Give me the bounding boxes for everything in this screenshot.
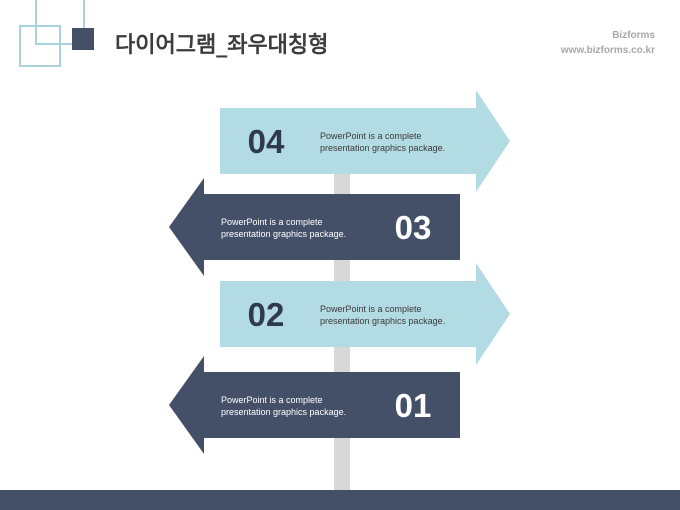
step-number: 03	[395, 209, 432, 246]
brand-name: Bizforms	[612, 30, 655, 41]
step-number: 04	[248, 123, 285, 160]
sign-arrow-left	[169, 356, 460, 454]
step-description-line-1: PowerPoint is a complete	[320, 131, 422, 141]
step-description-line-2: presentation graphics package.	[221, 407, 346, 417]
step-description-line-1: PowerPoint is a complete	[221, 217, 323, 227]
sign-02: 02 PowerPoint is a complete presentation g…	[220, 263, 510, 365]
step-description-line-2: presentation graphics package.	[320, 316, 445, 326]
footer-bar	[0, 490, 680, 510]
logo-icon	[19, 0, 94, 67]
step-description-line-2: presentation graphics package.	[221, 229, 346, 239]
sign-arrow-left	[169, 178, 460, 276]
page-title: 다이어그램_좌우대칭형	[115, 33, 329, 58]
brand-url: www.bizforms.co.kr	[560, 45, 655, 56]
sign-arrow-right	[220, 90, 510, 192]
sign-01: 01 PowerPoint is a complete presentation g…	[169, 356, 460, 454]
logo-square-outline-bottom	[19, 25, 61, 67]
sign-arrow-right	[220, 263, 510, 365]
sign-04: 04 PowerPoint is a complete presentation g…	[220, 90, 510, 192]
step-description-line-1: PowerPoint is a complete	[320, 304, 422, 314]
step-description-line-2: presentation graphics package.	[320, 143, 445, 153]
step-description-line-1: PowerPoint is a complete	[221, 395, 323, 405]
logo-square-filled	[72, 28, 94, 50]
step-number: 02	[248, 296, 285, 333]
sign-03: 03 PowerPoint is a complete presentation g…	[169, 178, 460, 276]
step-number: 01	[395, 387, 432, 424]
